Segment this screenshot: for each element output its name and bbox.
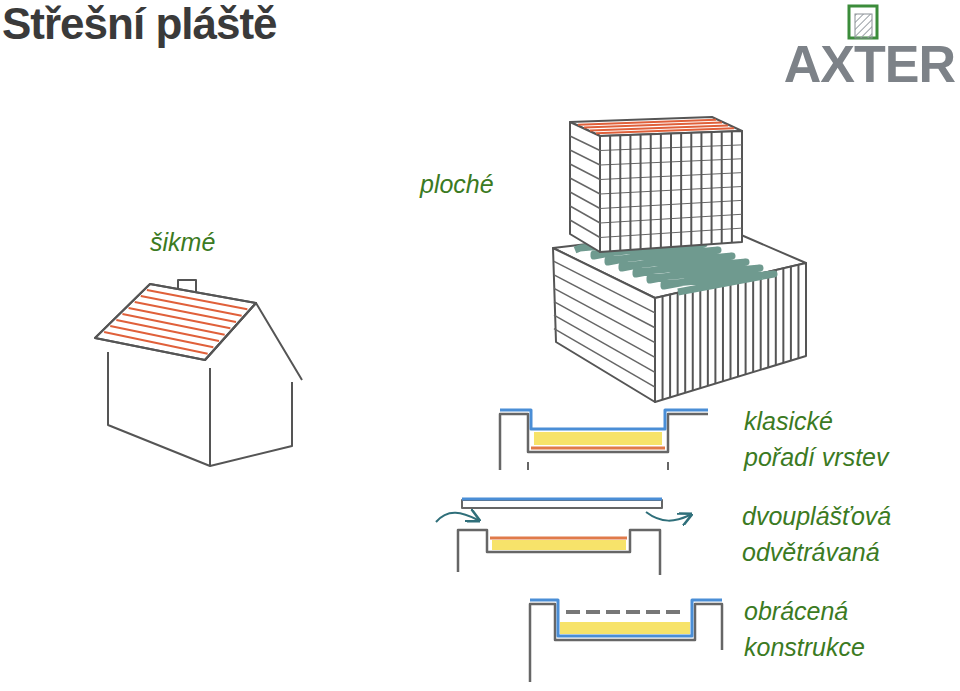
section-label: obrácená konstrukce [744,593,902,665]
logo-icon [849,6,877,38]
section-label: dvouplášťová odvětrávaná [742,498,900,570]
section-ventilated [436,499,690,575]
roof-type-label: ploché [420,166,494,202]
section-classic [500,410,708,470]
house-sketch [95,280,302,466]
page-title: Střešní pláště [2,0,277,48]
logo-text: AXTER [784,38,955,90]
section-label: klasické pořadí vrstev [744,403,902,475]
tower-building [570,117,742,252]
flat-roof-building [553,228,806,402]
section-inverted [530,600,722,682]
roof-type-label: šikmé [150,224,215,260]
